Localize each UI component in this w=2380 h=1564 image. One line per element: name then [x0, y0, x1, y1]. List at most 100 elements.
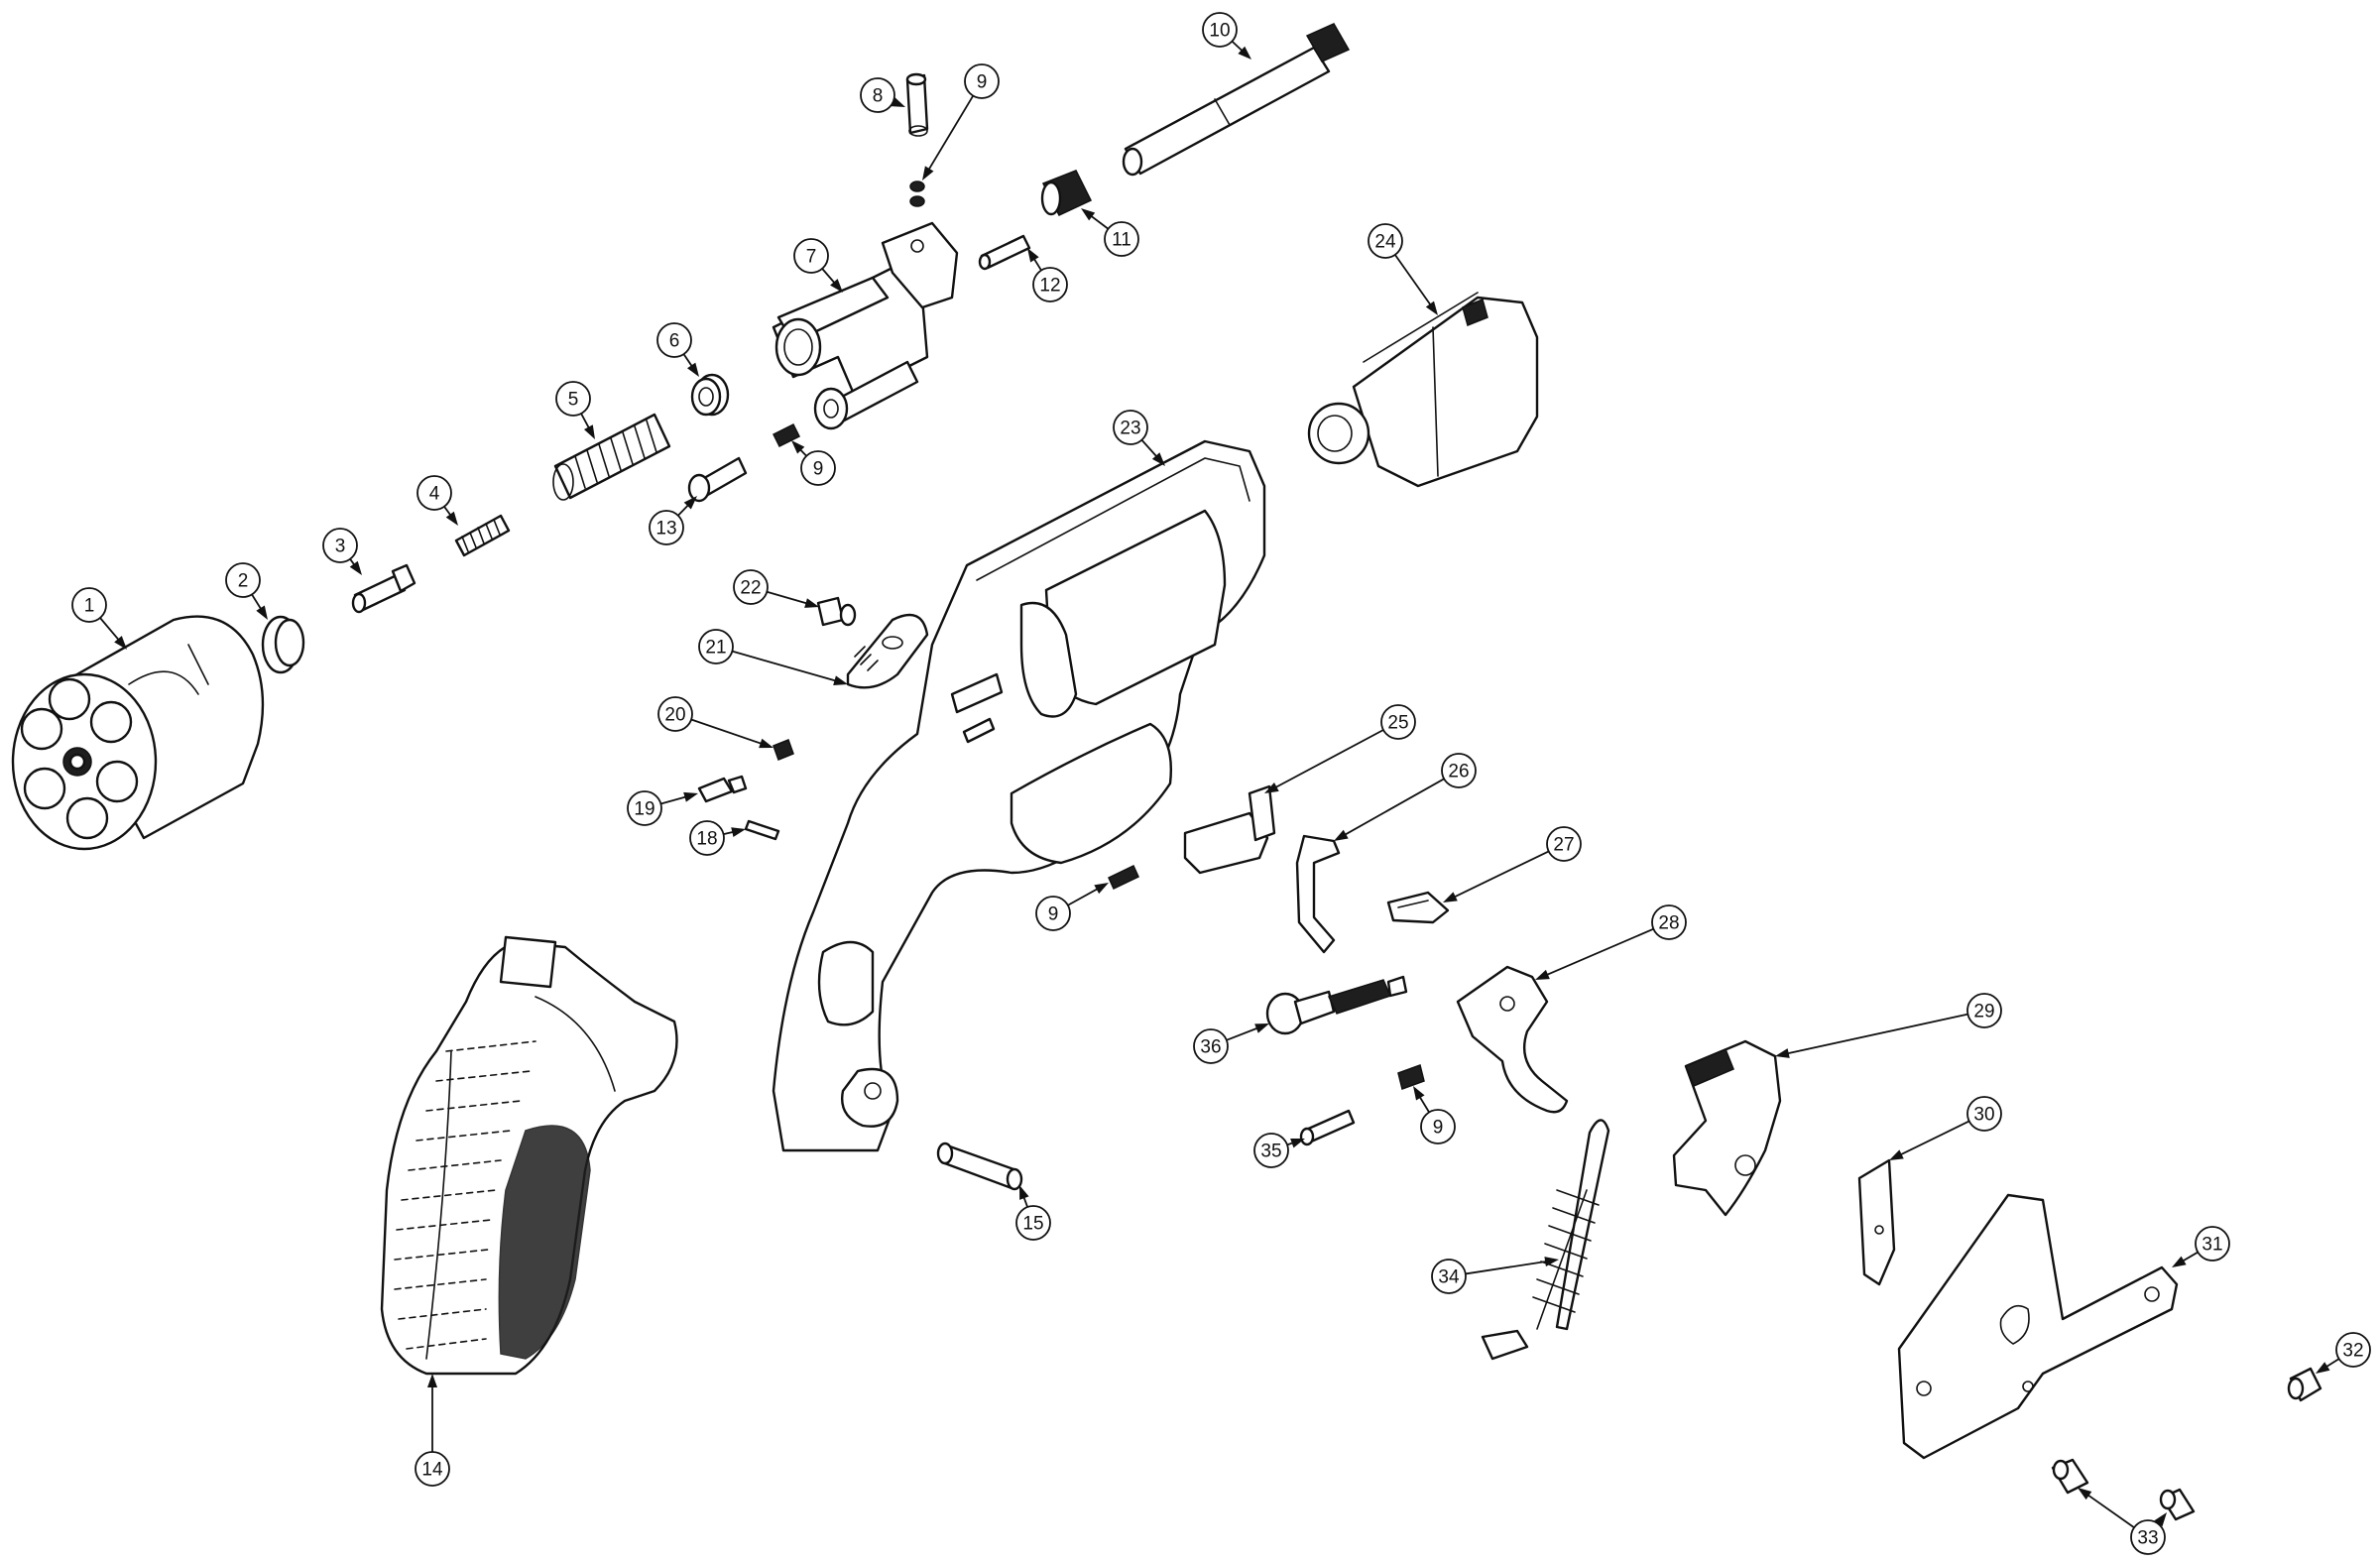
callout-number: 7: [806, 247, 817, 268]
callout-circle: [2130, 1519, 2166, 1555]
callout-arrowhead: [1413, 1086, 1425, 1101]
callout-5: 5: [555, 381, 595, 439]
callout-28: 28: [1535, 904, 1687, 980]
callout-number: 8: [873, 86, 884, 107]
callout-3: 3: [322, 528, 362, 575]
callout-arrowhead: [731, 827, 746, 838]
callout-number: 10: [1209, 21, 1230, 42]
callout-leader-line: [1538, 927, 1654, 980]
callout-arrowhead: [1334, 829, 1349, 841]
callout-number: 29: [1973, 1002, 1994, 1023]
part-13-pin: [687, 456, 748, 503]
part-36-bolt: [1265, 975, 1408, 1035]
callout-26: 26: [1334, 753, 1477, 841]
callout-arrowhead: [1238, 46, 1251, 60]
callout-circle: [2335, 1332, 2371, 1368]
callout-number: 9: [1048, 904, 1059, 925]
callout-leader-line: [1446, 850, 1550, 902]
callout-arrowhead: [922, 166, 934, 180]
callout-number: 27: [1553, 835, 1574, 856]
callout-arrowhead: [687, 362, 699, 377]
callout-number: 1: [84, 596, 95, 617]
callout-arrowhead: [1535, 969, 1550, 980]
callout-number: 30: [1973, 1105, 1994, 1126]
callout-number: 20: [664, 705, 685, 726]
part-3-pin: [351, 563, 416, 614]
callout-arrowhead: [1443, 892, 1458, 902]
callout-arrowhead: [1889, 1149, 1904, 1160]
callout-32: 32: [2316, 1332, 2371, 1374]
callout-circle: [415, 1451, 450, 1487]
callout-number: 12: [1039, 276, 1060, 297]
callout-number: 26: [1448, 762, 1469, 782]
part-21-plate: [846, 613, 929, 689]
callout-circle: [627, 790, 662, 826]
callout-circle: [1032, 267, 1068, 302]
callout-number: 28: [1658, 913, 1679, 934]
callout-arrowhead: [2078, 1488, 2092, 1501]
callout-circle: [1966, 1096, 2002, 1132]
callout-number: 22: [740, 578, 761, 599]
callout-circle: [1380, 704, 1416, 740]
callout-number: 9: [977, 72, 988, 93]
callout-22: 22: [733, 569, 819, 608]
callout-circle: [657, 696, 693, 732]
callout-14: 14: [415, 1374, 450, 1487]
callout-circle: [800, 450, 836, 486]
callout-number: 5: [568, 390, 579, 411]
part-27-part: [1386, 891, 1450, 924]
callout-circle: [322, 528, 358, 563]
callout-27: 27: [1443, 826, 1582, 902]
callout-number: 2: [238, 571, 249, 592]
part-9-spring-mid: [772, 422, 801, 448]
callout-leader-line: [1465, 1259, 1556, 1275]
part-2-ring: [261, 615, 305, 674]
callout-circle: [1253, 1133, 1289, 1168]
callout-circle: [555, 381, 591, 417]
callout-circle: [1193, 1028, 1229, 1064]
callout-arrowhead: [1151, 452, 1165, 466]
callout-13: 13: [649, 496, 697, 545]
part-9-spring-top: [909, 180, 925, 207]
callout-arrowhead: [1019, 1185, 1029, 1200]
part-28-trigger: [1456, 965, 1569, 1114]
callout-number: 4: [429, 484, 440, 505]
part-15-pin: [936, 1142, 1023, 1191]
callout-leader-line: [732, 650, 845, 684]
callout-23: 23: [1113, 410, 1165, 466]
callout-4: 4: [416, 475, 458, 526]
callout-1: 1: [71, 587, 127, 650]
callout-arrowhead: [256, 605, 268, 620]
callout-9b: 9: [791, 440, 836, 486]
part-10-rod: [1122, 23, 1351, 177]
callout-number: 36: [1200, 1037, 1221, 1058]
callout-number: 31: [2202, 1235, 2222, 1256]
callout-number: 33: [2137, 1528, 2158, 1549]
callout-arrowhead: [759, 738, 774, 749]
part-1-cylinder: [11, 615, 265, 851]
callout-circle: [225, 562, 261, 598]
part-24-barrel: [1307, 292, 1539, 488]
callout-number: 19: [634, 799, 654, 820]
callout-circle: [1441, 753, 1477, 788]
callout-25: 25: [1264, 704, 1416, 793]
callout-arrowhead: [1775, 1048, 1790, 1058]
callout-leader-line: [923, 95, 975, 179]
callout-circle: [1202, 12, 1238, 48]
part-25-latch: [1183, 784, 1276, 875]
callout-circle: [1113, 410, 1148, 445]
callout-12: 12: [1027, 248, 1068, 302]
callout-circle: [860, 77, 895, 113]
callout-arrowhead: [427, 1374, 437, 1387]
part-32-screw: [2287, 1367, 2322, 1402]
callout-leader-line: [1778, 1013, 1968, 1057]
part-7-housing: [772, 221, 959, 430]
callout-circle: [733, 569, 769, 605]
callout-arrowhead: [1254, 1023, 1269, 1033]
callout-arrowhead: [1094, 883, 1109, 895]
callout-circle: [416, 475, 452, 511]
callout-number: 34: [1438, 1267, 1460, 1288]
callout-circle: [1431, 1259, 1467, 1294]
callout-number: 15: [1022, 1214, 1043, 1235]
